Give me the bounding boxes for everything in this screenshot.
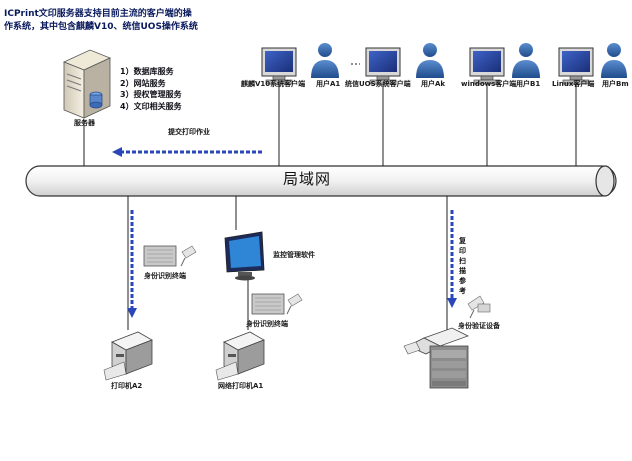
server-label: 服务器 [74,119,95,127]
printer-icon-a1 [215,331,265,381]
copier-icon [403,327,470,389]
server-services-list: 1）数据库服务 2）网站服务 3）授权管理服务 4）文印相关服务 [120,66,182,112]
monitor-icon-uos [365,47,401,85]
user-icon-a1 [311,43,339,78]
printer-label-a1: 网络打印机A1 [218,382,264,390]
printer-label-a2: 打印机A2 [111,382,143,390]
client-label-windows: windows客户端 [461,80,517,88]
user-icon-bm [601,43,627,78]
id-terminal-icon-1 [143,245,197,267]
service-item: 1）数据库服务 [120,67,174,76]
monitor-icon-kylin [261,47,297,85]
title-line-1: ICPrint文印服务器支持目前主流的客户端的操 [4,9,192,19]
client-label-uos: 统信UOS系统客户端 [345,80,411,88]
terminal-label-3: 身份验证设备 [458,322,500,330]
service-item: 3）授权管理服务 [120,90,182,99]
monitor-icon-windows [469,47,505,85]
device-connectors [127,196,448,335]
user-label-ak: 用户Ak [421,80,446,88]
print-down-arrow-a2 [127,210,137,318]
user-label-b1: 用户B1 [516,80,541,88]
user-icon-b1 [512,43,540,78]
control-pc-monitor-icon [224,231,265,281]
terminal-label-2: 身份识别终端 [246,320,288,328]
client-connectors [83,63,577,166]
terminal-label-1: 身份识别终端 [144,272,186,280]
printer-icon-a2 [103,331,153,381]
lan-pipe [25,165,617,197]
user-label-a1: 用户A1 [316,80,341,88]
scan-down-arrow [447,210,457,308]
scan-reference-label: 复印扫描参考 [459,237,466,295]
monitor-icon-linux [558,47,594,85]
submit-job-label: 提交打印作业 [168,128,210,136]
submit-job-arrow [112,147,262,157]
server-icon [62,49,112,119]
user-label-bm: 用户Bm [602,80,629,88]
user-icon-ak [416,43,444,78]
title-line-2: 作系统，其中包含麒麟V10、统信UOS操作系统 [4,22,198,32]
id-terminal-icon-3 [467,295,491,319]
control-pc-label: 监控管理软件 [273,251,315,259]
id-terminal-icon-2 [251,293,303,315]
diagram-title: ICPrint文印服务器支持目前主流的客户端的操 作系统，其中包含麒麟V10、统… [4,8,244,34]
service-item: 2）网站服务 [120,78,166,88]
lan-label: 局域网 [283,170,332,188]
client-label-linux: Linux客户端 [552,80,595,88]
service-item: 4）文印相关服务 [120,101,182,111]
client-label-kylin: 麒麟V10系统客户端 [241,80,306,88]
